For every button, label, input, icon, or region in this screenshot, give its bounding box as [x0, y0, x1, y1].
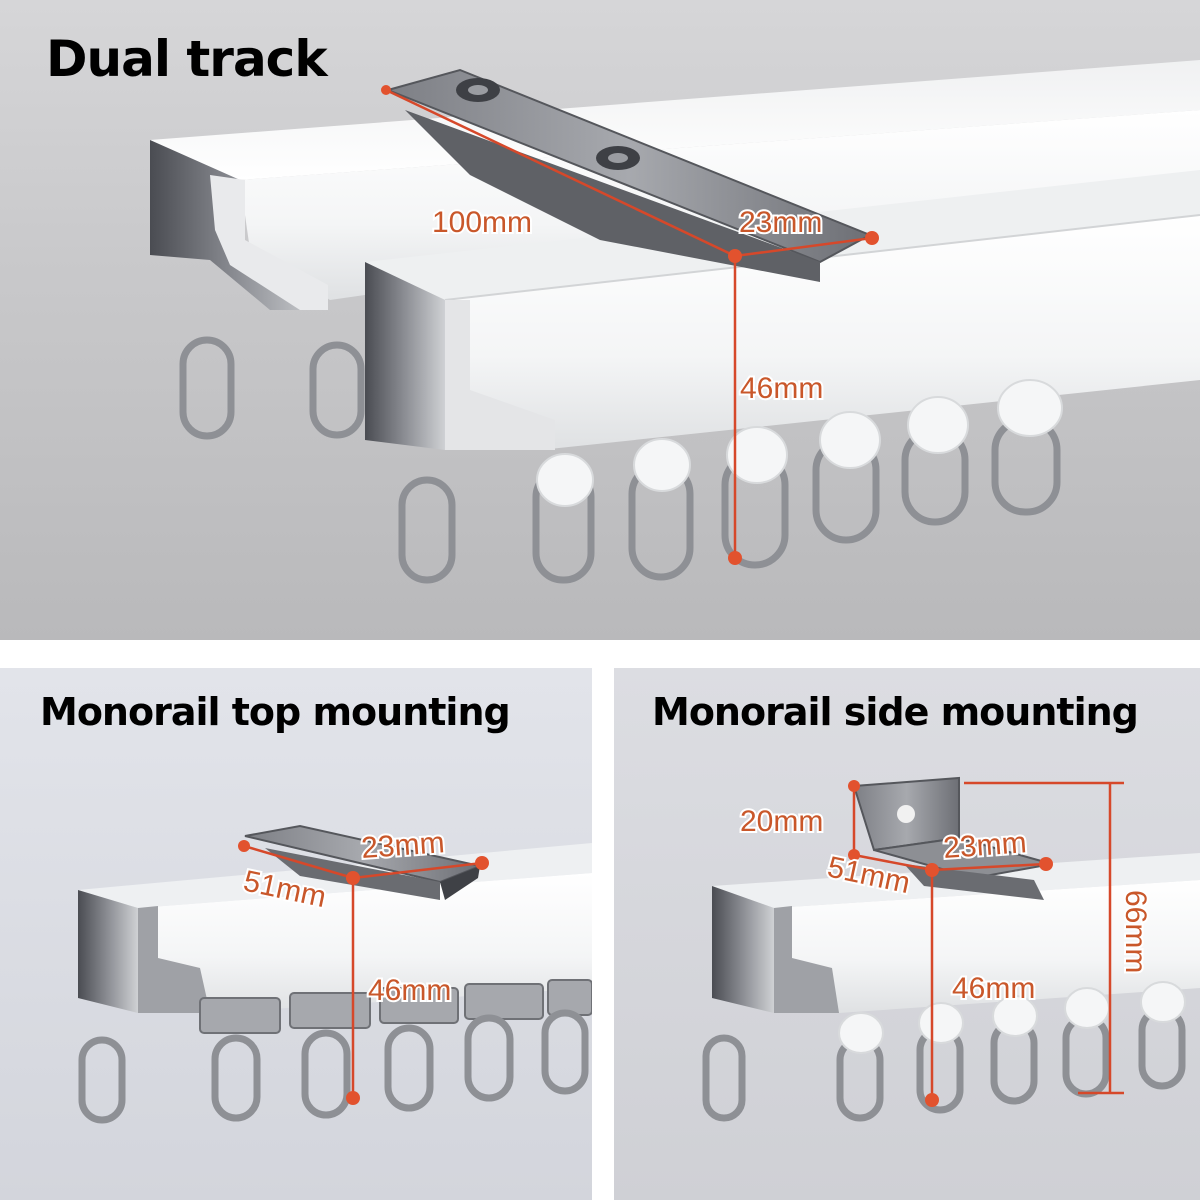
- dual-track-illustration: 100mm 23mm 46mm: [150, 60, 1200, 584]
- hook-rollers: [536, 379, 1063, 507]
- side-mount-rollers: [838, 981, 1186, 1054]
- side-mount-dimensions: 20mm 23mm 51mm 46mm 66mm: [738, 780, 1154, 1107]
- side-mount-end-cap: [712, 886, 839, 1013]
- side-mount-depth-label: 23mm: [942, 826, 1027, 865]
- back-rail-end-cap: [150, 140, 328, 310]
- monorail-side-illustration: 20mm 23mm 51mm 46mm 66mm: [702, 776, 1200, 1122]
- monorail-side-mounting-panel: 20mm 23mm 51mm 46mm 66mm Monorail side m…: [614, 668, 1200, 1200]
- dual-track-panel: 100mm 23mm 46mm Dual track: [0, 0, 1200, 640]
- top-mount-end-cap: [78, 890, 210, 1013]
- top-mount-gliders: [199, 979, 592, 1034]
- top-mount-depth-label: 23mm: [360, 826, 445, 865]
- monorail-top-illustration: 23mm 51mm 46mm: [78, 824, 592, 1124]
- monorail-side-mounting-title: Monorail side mounting: [652, 690, 1139, 734]
- height-dimension-label: 46mm: [740, 372, 823, 405]
- side-mount-bracket-label: 20mm: [740, 805, 823, 838]
- front-rail-end-cap: [365, 262, 555, 450]
- side-mount-total-height-label: 66mm: [1119, 890, 1152, 973]
- monorail-top-mounting-title: Monorail top mounting: [40, 690, 511, 734]
- monorail-top-mounting-panel: 23mm 51mm 46mm Monorail top mounting: [0, 668, 592, 1200]
- side-mount-bracket: [852, 776, 1053, 900]
- side-mount-height-label: 46mm: [952, 972, 1035, 1005]
- dual-track-title: Dual track: [46, 30, 328, 88]
- dual-track-dimensions: 100mm 23mm 46mm: [381, 85, 879, 565]
- top-mount-hooks: [78, 1009, 589, 1124]
- depth-dimension-label: 23mm: [739, 206, 822, 239]
- width-dimension-label: 100mm: [432, 206, 532, 239]
- mounting-bracket: [384, 68, 873, 282]
- top-mount-height-label: 46mm: [368, 974, 451, 1007]
- top-mount-dimensions: 23mm 51mm 46mm: [238, 824, 489, 1105]
